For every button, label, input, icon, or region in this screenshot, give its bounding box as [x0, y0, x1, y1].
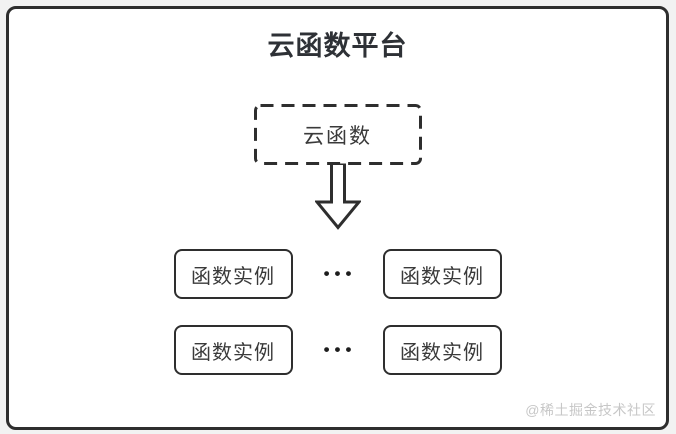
function-instance-box: 函数实例 — [382, 249, 502, 299]
function-instance-box: 函数实例 — [173, 325, 293, 375]
platform-frame: 云函数平台 云函数 函数实例 ••• 函数实例 函数实例 ••• — [6, 6, 669, 430]
ellipsis-dots: ••• — [323, 340, 357, 359]
function-instance-label: 函数实例 — [400, 265, 484, 288]
function-instance-label: 函数实例 — [400, 341, 484, 364]
diagram-title: 云函数平台 — [267, 31, 408, 61]
function-instance-box: 函数实例 — [382, 325, 502, 375]
function-instance-box: 函数实例 — [173, 249, 293, 299]
function-instance-label: 函数实例 — [191, 265, 275, 288]
cloud-function-node: 云函数 — [253, 104, 422, 165]
down-arrow-icon — [314, 162, 361, 230]
instance-row: 函数实例 ••• 函数实例 — [173, 325, 502, 375]
dashed-border — [253, 104, 422, 165]
instance-row: 函数实例 ••• 函数实例 — [173, 249, 502, 299]
watermark: @稀土掘金技术社区 — [525, 402, 656, 418]
ellipsis-dots: ••• — [323, 264, 357, 283]
function-instance-label: 函数实例 — [191, 341, 275, 364]
cloud-function-label: 云函数 — [303, 124, 372, 148]
